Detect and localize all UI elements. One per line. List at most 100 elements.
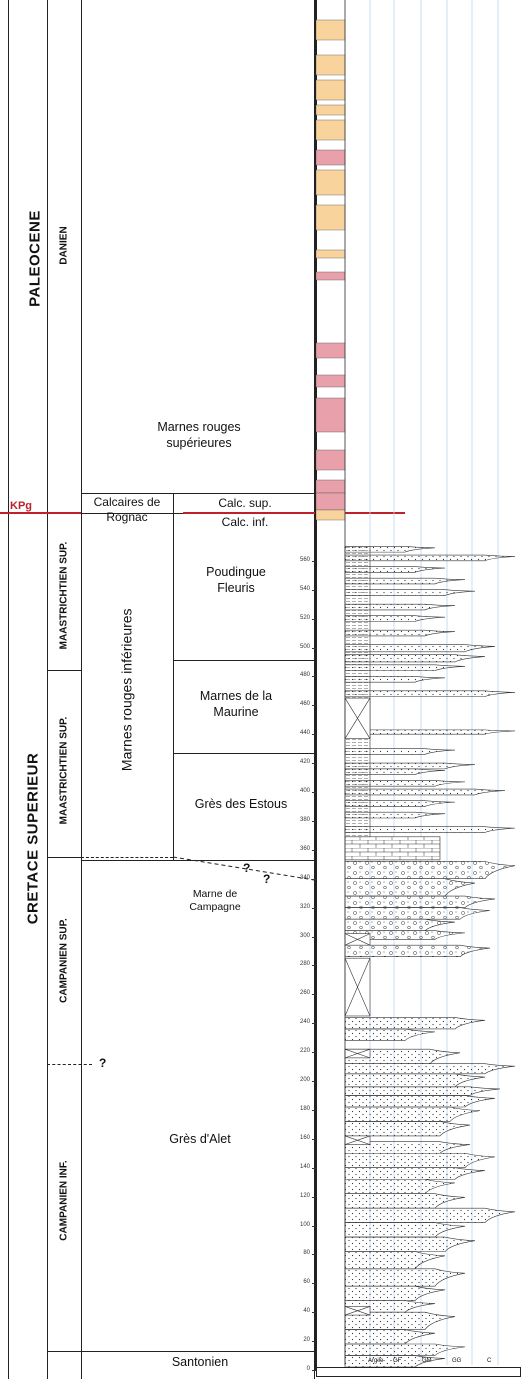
sandstone-bed	[344, 1152, 496, 1168]
sandstone-bed	[344, 1311, 456, 1330]
sandstone-lens	[344, 546, 436, 553]
covered-cross	[344, 1135, 371, 1145]
axis-tick	[312, 1138, 316, 1140]
member-gres-des-estous: Grès des Estous	[194, 797, 288, 811]
member-column-divider-rognac	[173, 493, 174, 513]
member-column-divider	[173, 513, 174, 860]
axis-tick-label: 160	[299, 1134, 310, 1141]
axis-tick-label: 560	[299, 556, 310, 563]
limestone-bed	[344, 836, 441, 861]
sandstone-lens	[344, 589, 476, 596]
kpg-boundary-line-left	[0, 512, 81, 514]
era-column-divider	[47, 0, 48, 1379]
axis-tick-label: 440	[299, 730, 310, 737]
sandstone-lens	[344, 629, 456, 637]
axis-tick	[312, 1283, 316, 1285]
colour-band-pink	[316, 271, 346, 281]
sandstone-bed	[344, 1355, 446, 1368]
sandstone-lens	[344, 788, 506, 796]
grain-label: GG	[452, 1358, 462, 1364]
axis-tick-label: 180	[299, 1105, 310, 1112]
conglomerate-bed	[344, 895, 496, 908]
sandstone-lens	[344, 748, 456, 755]
axis-tick	[312, 1312, 316, 1314]
sandstone-lens	[344, 768, 446, 775]
era-paleocene: PALEOCENE	[26, 210, 44, 307]
sandstone-bed	[344, 1073, 486, 1088]
colour-band-orange	[316, 119, 346, 141]
axis-tick-label: 20	[303, 1337, 310, 1344]
axis-tick-label: 340	[299, 874, 310, 881]
sandstone-bed	[344, 1285, 446, 1301]
grain-label: GF	[393, 1358, 402, 1364]
grain-label: Argile	[368, 1358, 384, 1364]
conglomerate-bed	[344, 878, 476, 897]
question-mark-3: ?	[99, 1056, 107, 1070]
sandstone-lens	[344, 800, 456, 807]
grain-label: C	[487, 1358, 492, 1364]
axis-tick-label: 260	[299, 990, 310, 997]
formation-gres-alet: Grès d'Alet	[169, 1132, 231, 1146]
axis-tick	[312, 763, 316, 765]
colour-band-pink	[316, 397, 346, 433]
axis-tick	[312, 560, 316, 562]
axis-tick-label: 500	[299, 643, 310, 650]
conglomerate-bed	[344, 918, 456, 932]
axis-tick	[312, 1167, 316, 1169]
axis-tick	[312, 589, 316, 591]
grain-scale-box	[316, 1367, 521, 1377]
sandstone-lens	[344, 577, 466, 585]
axis-tick	[312, 1052, 316, 1054]
boundary-maastrichtien	[47, 670, 81, 671]
boundary-maurine-estous	[173, 753, 314, 754]
axis-tick-label: 100	[299, 1221, 310, 1228]
axis-tick-label: 360	[299, 845, 310, 852]
grain-label: GM	[422, 1358, 432, 1364]
colour-band-orange	[316, 509, 346, 521]
axis-tick-label: 140	[299, 1163, 310, 1170]
axis-tick	[312, 1081, 316, 1082]
colour-band-orange	[316, 204, 346, 231]
axis-tick	[312, 1196, 316, 1198]
boundary-paleocene-cretace	[8, 513, 314, 514]
covered-cross	[344, 1048, 371, 1059]
axis-tick-label: 320	[299, 903, 310, 910]
conglomerate-bed	[344, 944, 491, 958]
axis-tick	[312, 1023, 316, 1025]
sandstone-bed	[344, 1329, 436, 1345]
axis-tick	[312, 1341, 316, 1343]
sandstone-lens	[344, 762, 476, 770]
sandstone-bed	[344, 1251, 446, 1270]
sandstone-bed	[344, 1106, 481, 1122]
axis-tick-label: 200	[299, 1077, 310, 1083]
colour-band-pink	[316, 479, 346, 494]
sandstone-bed	[344, 1028, 436, 1041]
colour-band-pink	[316, 492, 346, 511]
axis-tick-label: 520	[299, 614, 310, 621]
axis-tick	[312, 849, 316, 851]
sandstone-bed	[344, 1141, 471, 1154]
member-marne-de-campagne: Marne de Campagne	[189, 888, 241, 913]
axis-tick	[312, 734, 316, 736]
formation-marnes-rouges-superieures: Marnes rouges supérieures	[157, 420, 241, 450]
axis-tick-label: 220	[299, 1048, 310, 1055]
colour-band-orange	[316, 249, 346, 259]
axis-tick	[312, 792, 316, 793]
sandstone-bed	[344, 1207, 516, 1223]
sandstone-lens	[344, 780, 466, 787]
axis-tick-label: 0	[306, 1366, 310, 1372]
log-drawing	[316, 0, 516, 1368]
covered-cross	[344, 697, 371, 739]
axis-tick	[312, 618, 316, 620]
sandstone-lens	[344, 615, 446, 622]
axis-tick-label: 540	[299, 585, 310, 592]
kpg-boundary-line-right	[183, 512, 405, 514]
sandstone-bed	[344, 1063, 516, 1075]
axis-tick	[312, 936, 316, 938]
stage-campanien-sup: CAMPANIEN SUP.	[58, 918, 70, 1003]
axis-tick	[312, 647, 316, 649]
boundary-rognac-top	[81, 493, 314, 494]
boundary-fleuris-maurine	[173, 660, 314, 661]
axis-tick-label: 40	[303, 1308, 310, 1315]
axis-tick	[312, 1370, 316, 1371]
